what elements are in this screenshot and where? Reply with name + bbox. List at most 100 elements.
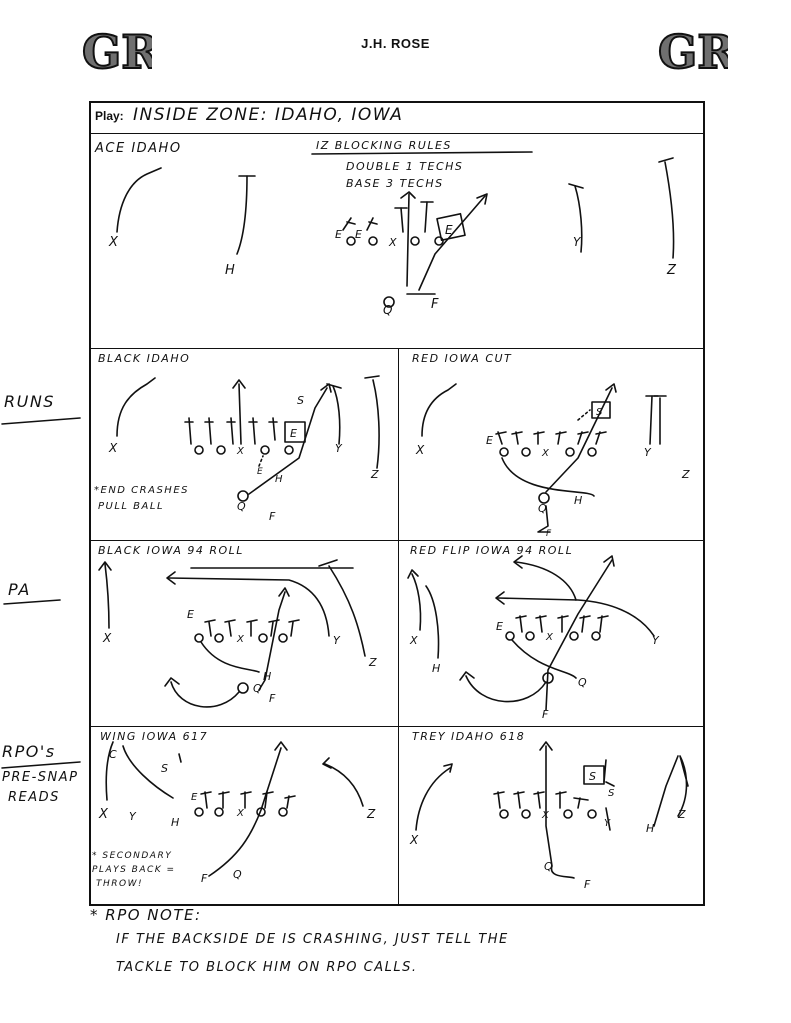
svg-text:E: E [355, 228, 362, 241]
svg-text:Y: Y [335, 442, 343, 455]
grid-divider [89, 348, 705, 349]
section-label-runs: RUNS [4, 392, 55, 411]
svg-text:X: X [409, 833, 419, 847]
grid-divider [89, 540, 705, 541]
svg-text:S: S [161, 762, 168, 775]
svg-text:F: F [269, 692, 276, 705]
rules-underline [311, 151, 533, 155]
svg-text:H: H [275, 474, 283, 485]
svg-text:Z: Z [666, 263, 677, 278]
diagram-title-wing-iowa: WING IOWA 617 [100, 730, 209, 743]
svg-text:Q: Q [578, 676, 587, 689]
diagram-title-black-iowa: BLACK IOWA 94 ROLL [98, 544, 244, 557]
diagram-red-iowa-cut: X E X S Q H F Y Z [415, 383, 690, 539]
svg-text:X: X [541, 448, 550, 459]
svg-text:F: F [546, 529, 552, 539]
svg-text:Z: Z [677, 808, 686, 821]
svg-text:Z: Z [366, 807, 376, 821]
svg-text:Y: Y [652, 634, 660, 647]
note-black-idaho-2: PULL BALL [98, 501, 165, 512]
underline-rpo [1, 761, 81, 769]
svg-text:Q: Q [253, 682, 262, 695]
svg-text:E: E [257, 467, 263, 477]
svg-text:F: F [542, 708, 549, 721]
svg-text:S: S [297, 394, 304, 407]
note-black-idaho-1: *END CRASHES [94, 485, 189, 496]
svg-text:X: X [545, 632, 554, 643]
svg-text:E: E [335, 228, 342, 241]
svg-text:X: X [108, 441, 118, 455]
svg-text:Q: Q [237, 500, 246, 513]
underline-pa [3, 599, 61, 605]
svg-text:Q: Q [544, 860, 553, 873]
section-label-rpo: RPO's [2, 742, 56, 761]
svg-text:F: F [431, 297, 439, 312]
svg-text:Z: Z [370, 468, 379, 481]
play-header-row: Play: INSIDE ZONE: IDAHO, IOWA [89, 101, 705, 134]
svg-text:GR: GR [82, 25, 152, 78]
svg-text:Y: Y [333, 634, 341, 647]
svg-text:X: X [236, 634, 245, 645]
svg-text:C: C [109, 748, 117, 761]
rules-line-2: BASE 3 TECHS [346, 177, 444, 190]
school-logo-left: GR [81, 24, 152, 78]
svg-text:X: X [409, 634, 418, 647]
play-label: Play: [95, 109, 124, 123]
rules-line-1: DOUBLE 1 TECHS [346, 160, 464, 173]
diagram-wing-iowa: C X Y S H E X Q F Z [98, 741, 376, 885]
svg-text:Q: Q [383, 303, 392, 317]
school-logo-right: GR [657, 24, 728, 78]
diagram-title-black-idaho: BLACK IDAHO [98, 352, 191, 365]
svg-text:S: S [589, 770, 596, 783]
rpo-note-line-1: IF THE BACKSIDE DE IS CRASHING, JUST TEL… [116, 932, 509, 947]
svg-text:H: H [432, 662, 440, 675]
section-label-rpo-sub1: PRE-SNAP [2, 770, 79, 785]
note-wing-iowa-3: THROW! [96, 879, 144, 889]
svg-text:E: E [445, 223, 453, 237]
svg-text:H: H [646, 822, 654, 835]
svg-text:H: H [225, 263, 235, 278]
diagram-title-red-iowa-cut: RED IOWA CUT [412, 352, 513, 365]
svg-text:Q: Q [233, 868, 242, 881]
section-label-pa: PA [8, 580, 31, 599]
rules-title: IZ BLOCKING RULES [316, 139, 452, 152]
svg-text:X: X [415, 443, 425, 457]
svg-text:GR: GR [658, 25, 728, 78]
diagram-red-flip-iowa: X H E X Q F Y [407, 555, 660, 721]
diagram-title-red-flip-iowa: RED FLIP IOWA 94 ROLL [410, 544, 574, 557]
svg-text:F: F [201, 872, 208, 885]
svg-text:E: E [486, 434, 493, 447]
svg-text:X: X [102, 631, 112, 645]
svg-text:X: X [388, 236, 397, 249]
diagram-trey-idaho: X X S S Y Q F H Z [409, 741, 689, 891]
svg-text:E: E [187, 608, 194, 621]
playsheet-frame [89, 101, 705, 906]
svg-text:X: X [236, 446, 245, 457]
svg-text:X: X [98, 807, 109, 822]
section-label-rpo-sub2: READS [8, 790, 60, 805]
svg-text:Z: Z [681, 468, 690, 481]
diagram-title-trey-idaho: TREY IDAHO 618 [412, 730, 526, 743]
title-underline [190, 567, 354, 569]
grid-divider [89, 726, 705, 727]
diagram-black-iowa: X E X H Q F Y Z [98, 559, 377, 708]
svg-text:Y: Y [644, 446, 652, 459]
svg-text:F: F [269, 510, 276, 523]
svg-text:S: S [608, 788, 615, 799]
grid-divider-vertical [398, 348, 399, 905]
svg-text:F: F [584, 878, 591, 891]
rpo-note-title: * RPO NOTE: [90, 906, 202, 924]
svg-text:H: H [171, 816, 179, 829]
diagram-black-idaho: X X E Q F H S E Y Z [108, 375, 380, 523]
play-name: INSIDE ZONE: IDAHO, IOWA [133, 105, 404, 125]
rpo-note-line-2: TACKLE TO BLOCK HIM ON RPO CALLS. [116, 960, 418, 975]
svg-text:X: X [108, 235, 119, 250]
underline-runs [1, 417, 81, 425]
svg-text:E: E [290, 427, 297, 440]
svg-text:E: E [496, 620, 503, 633]
svg-text:Y: Y [604, 818, 611, 829]
svg-text:H: H [263, 670, 271, 683]
svg-text:H: H [574, 494, 582, 507]
svg-text:Q: Q [538, 502, 547, 515]
